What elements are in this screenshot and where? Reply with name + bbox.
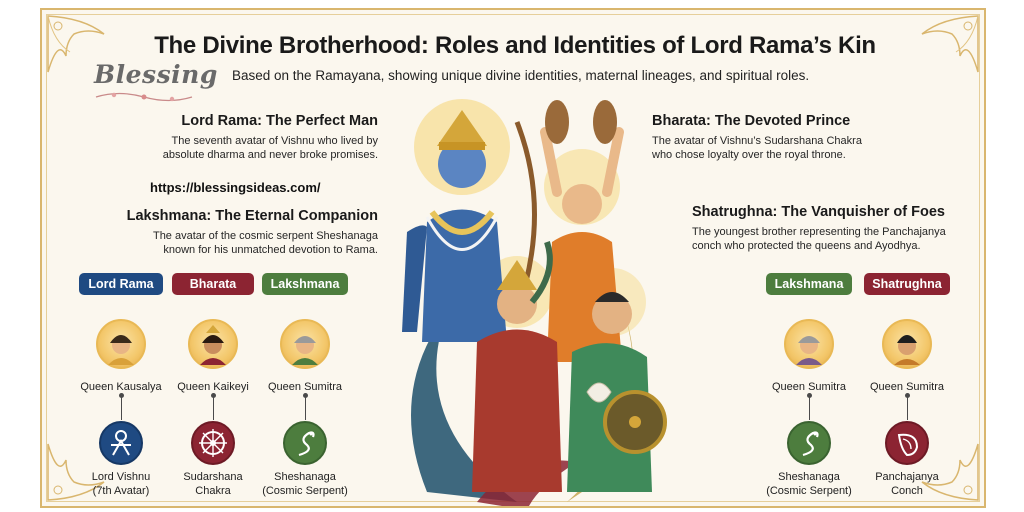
connector-dot: [905, 393, 910, 398]
shatrughna-desc-line: The youngest brother representing the Pa…: [692, 226, 946, 238]
vishnu-icon: [99, 421, 143, 465]
mother-label: Queen Kaikeyi: [177, 381, 249, 393]
four-brothers-illustration: [402, 99, 667, 506]
lakshmana-heading: Lakshmana: The Eternal Companion: [126, 208, 378, 224]
connector-dot: [303, 393, 308, 398]
divine-identity-label: Lord Vishnu (7th Avatar): [66, 470, 176, 498]
identity-line: Chakra: [195, 485, 231, 497]
lineage-pill-lakshmana: Lakshmana: [766, 273, 852, 295]
identity-line: (Cosmic Serpent): [262, 485, 348, 497]
connector-dot: [807, 393, 812, 398]
page-subtitle: Based on the Ramayana, showing unique di…: [232, 68, 810, 83]
identity-line: (Cosmic Serpent): [766, 485, 852, 497]
shatrughna-desc-line: conch who protected the queens and Ayodh…: [692, 240, 921, 252]
rama-desc-line: absolute dharma and never broke promises…: [162, 149, 378, 161]
lineage-pill-lakshmana: Lakshmana: [262, 273, 348, 295]
lakshmana-desc-line: The avatar of the cosmic serpent Sheshan…: [152, 230, 378, 242]
rama-description: The seventh avatar of Vishnu who lived b…: [122, 134, 378, 162]
prince-face-icon: [894, 335, 920, 365]
mother-label: Queen Sumitra: [268, 381, 342, 393]
mother-label: Queen Kausalya: [80, 381, 162, 393]
divine-identity-label: Sudarshana Chakra: [158, 470, 268, 498]
identity-line: Panchajanya: [875, 471, 939, 483]
lineage-pill-shatrughna: Shatrughna: [864, 273, 950, 295]
connector-line: [305, 396, 306, 420]
queen-sumitra-portrait: [784, 319, 834, 369]
identity-line: Sheshanaga: [778, 471, 840, 483]
lineage-pill-bharata: Bharata: [172, 273, 254, 295]
queen-sumitra-portrait: [280, 319, 330, 369]
divine-identity-label: Panchajanya Conch: [852, 470, 962, 498]
divine-identity-label: Sheshanaga (Cosmic Serpent): [250, 470, 360, 498]
bharata-description: The avatar of Vishnu’s Sudarshana Chakra…: [652, 134, 912, 162]
divine-identity-label: Sheshanaga (Cosmic Serpent): [754, 470, 864, 498]
shatrughna-heading: Shatrughna: The Vanquisher of Foes: [692, 204, 945, 220]
connector-line: [809, 396, 810, 420]
corner-ornament-icon: [921, 443, 979, 501]
queen-face-icon: [108, 335, 134, 365]
connector-dot: [211, 393, 216, 398]
lakshmana-description: The avatar of the cosmic serpent Sheshan…: [82, 229, 378, 257]
connector-line: [121, 396, 122, 420]
mother-label: Queen Sumitra: [772, 381, 846, 393]
identity-line: (7th Avatar): [92, 485, 150, 497]
logo-text: Blessing: [94, 60, 218, 89]
corner-ornament-icon: [47, 15, 105, 73]
queen-face-icon: [796, 336, 822, 365]
identity-line: Sudarshana: [183, 471, 243, 483]
website-url: https://blessingsideas.com/: [150, 180, 321, 195]
queen-kausalya-portrait: [96, 319, 146, 369]
lineage-pill-lord-rama: Lord Rama: [79, 273, 163, 295]
corner-ornament-icon: [921, 15, 979, 73]
mother-label: Queen Sumitra: [870, 381, 944, 393]
floral-underline-icon: [95, 92, 193, 102]
serpent-icon: [283, 421, 327, 465]
conch-icon: [885, 421, 929, 465]
infographic-canvas: The Divine Brotherhood: Roles and Identi…: [40, 8, 986, 508]
identity-line: Lord Vishnu: [91, 471, 151, 483]
rama-heading: Lord Rama: The Perfect Man: [181, 113, 378, 129]
connector-line: [213, 396, 214, 420]
shatrughna-mother-portrait: [882, 319, 932, 369]
chakra-icon: [191, 421, 235, 465]
bharata-desc-line: The avatar of Vishnu’s Sudarshana Chakra: [652, 135, 862, 147]
bharata-desc-line: who chose loyalty over the royal throne.: [652, 149, 846, 161]
serpent-icon: [787, 421, 831, 465]
queen-face-icon: [200, 325, 226, 365]
blessing-logo: Blessing: [90, 56, 217, 106]
lakshmana-desc-line: known for his unmatched devotion to Rama…: [163, 244, 378, 256]
queen-kaikeyi-portrait: [188, 319, 238, 369]
page-title: The Divine Brotherhood: Roles and Identi…: [154, 32, 876, 59]
connector-line: [907, 396, 908, 420]
shatrughna-description: The youngest brother representing the Pa…: [692, 225, 972, 253]
identity-line: Conch: [891, 485, 923, 497]
rama-desc-line: The seventh avatar of Vishnu who lived b…: [171, 135, 378, 147]
bharata-heading: Bharata: The Devoted Prince: [652, 113, 851, 129]
corner-ornament-icon: [47, 443, 105, 501]
connector-dot: [119, 393, 124, 398]
identity-line: Sheshanaga: [274, 471, 336, 483]
queen-face-icon: [292, 336, 318, 365]
